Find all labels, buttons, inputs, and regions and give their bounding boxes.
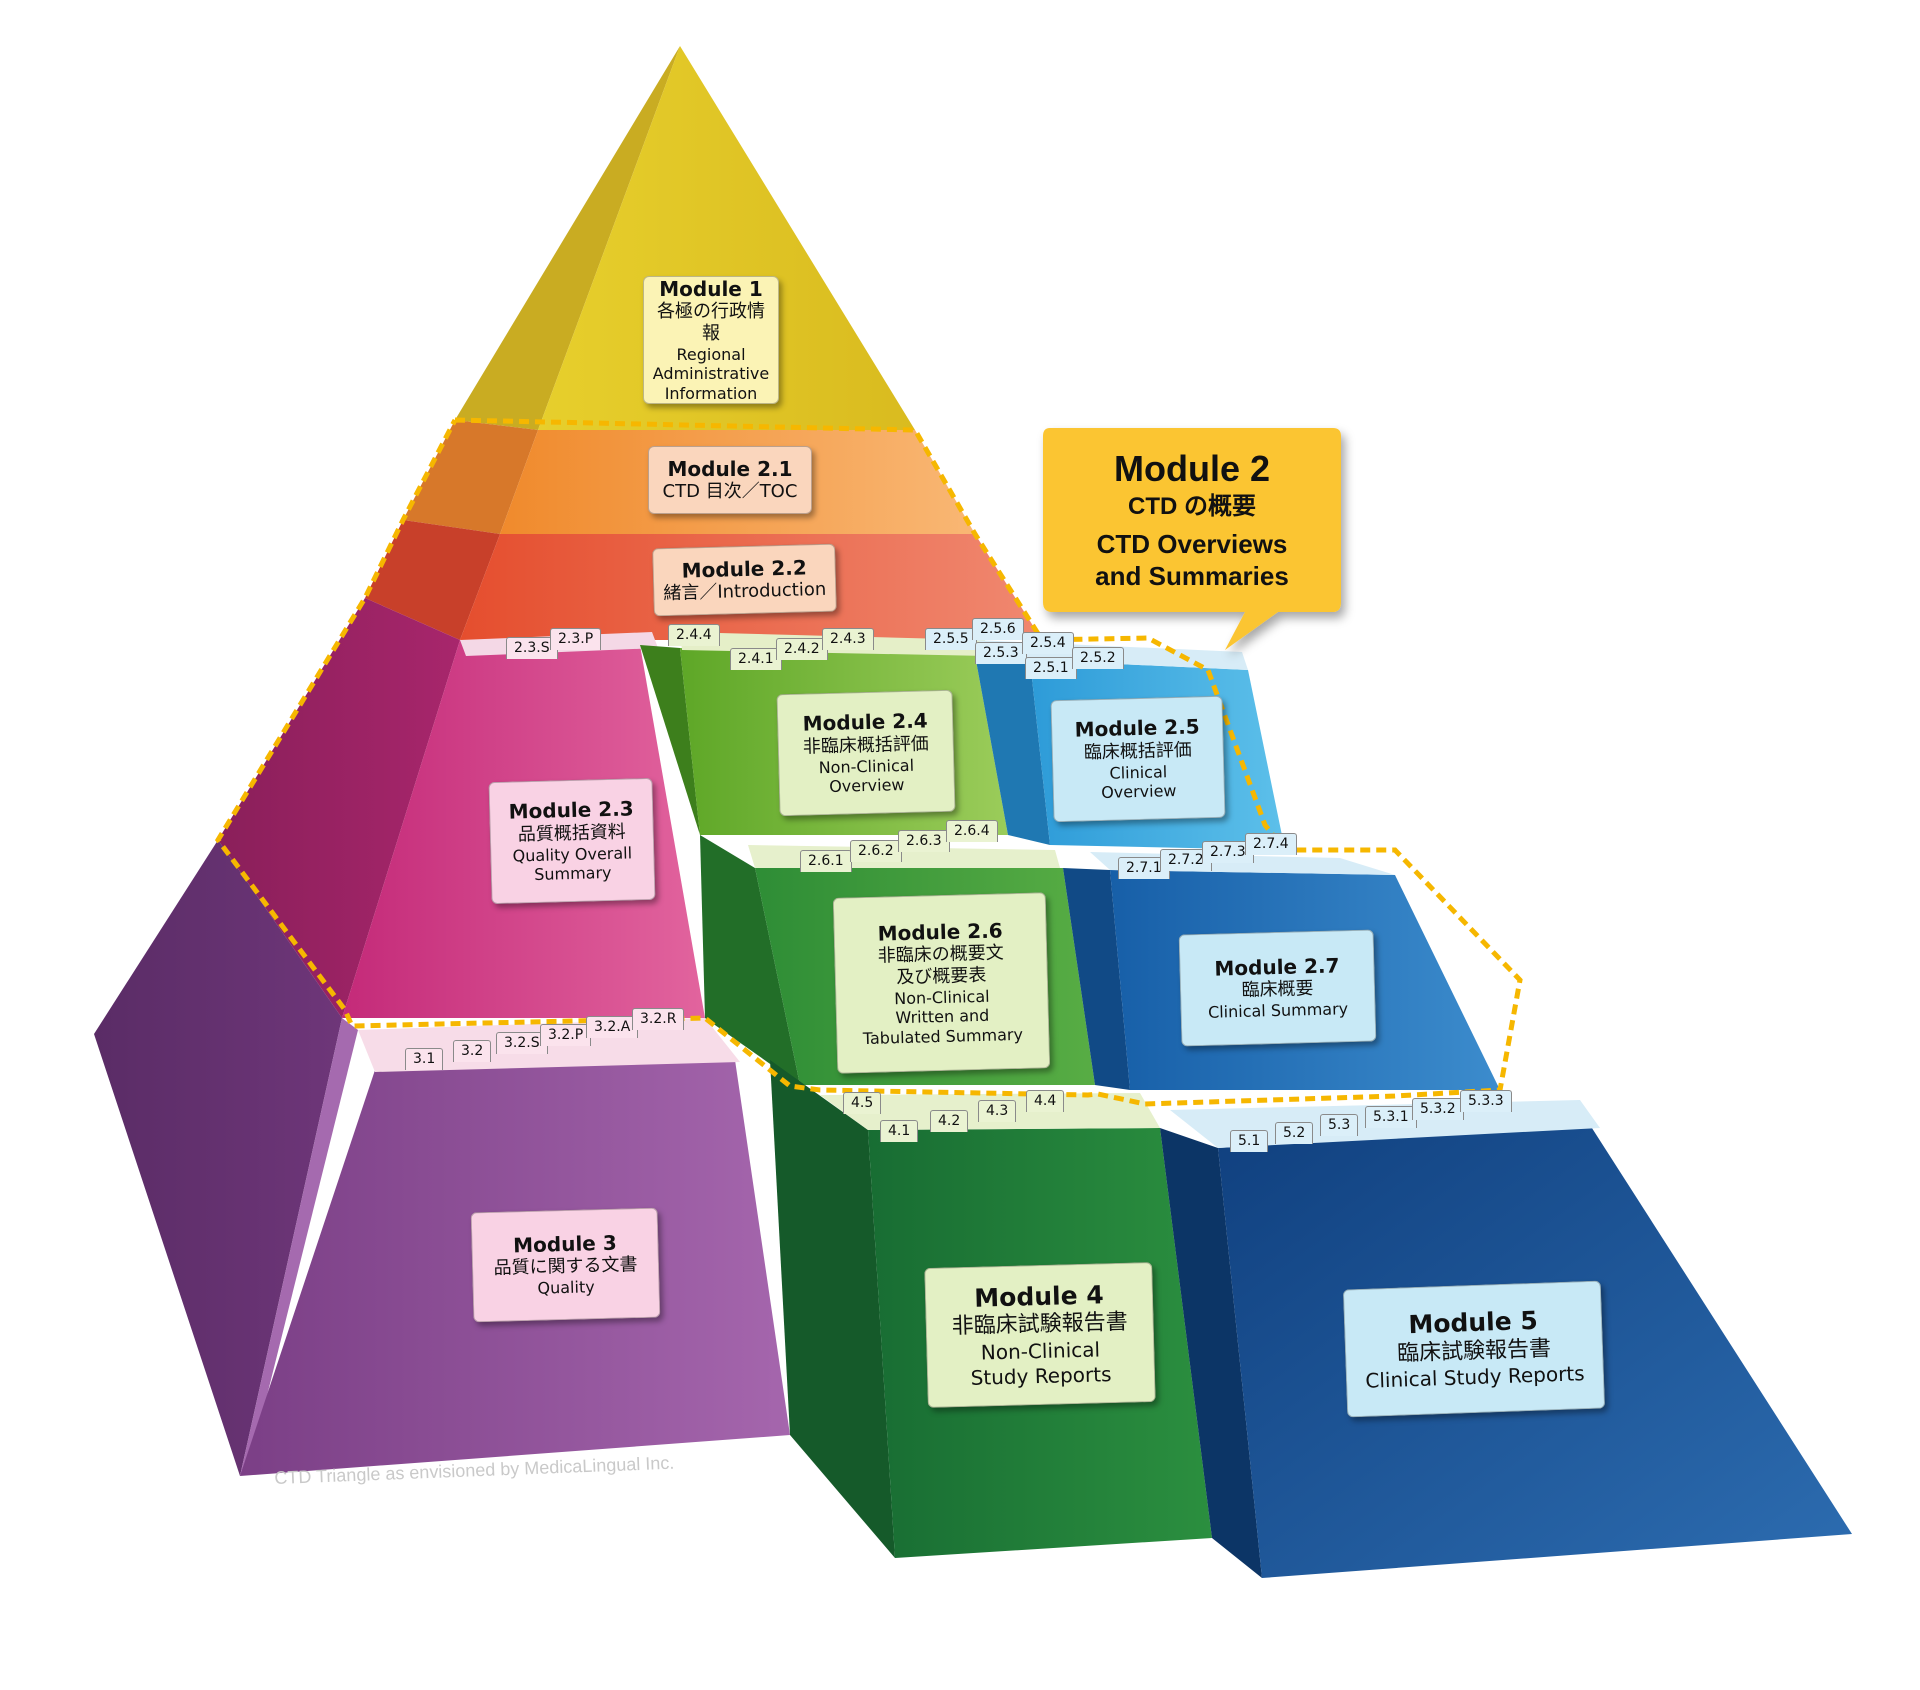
module-2-5-title: Module 2.5: [1074, 714, 1200, 742]
module-2-7-label: Module 2.7 臨床概要 Clinical Summary: [1178, 929, 1377, 1047]
callout-en-1: CTD Overviews: [1096, 529, 1288, 559]
module-2-7-ja: 臨床概要: [1241, 978, 1314, 1002]
module-1-en-1: Regional: [676, 344, 746, 364]
module-2-6-en-3: Tabulated Summary: [862, 1024, 1024, 1048]
module-2-3-label: Module 2.3 品質概括資料 Quality Overall Summar…: [488, 777, 656, 905]
module-2-4-title: Module 2.4: [802, 708, 928, 736]
module-4-label: Module 4 非臨床試験報告書 Non-Clinical Study Rep…: [924, 1262, 1156, 1408]
module-3-ja: 品質に関する文書: [493, 1254, 638, 1280]
module-1-ja: 各極の行政情報: [657, 300, 765, 344]
tab-4-2: 4.2: [930, 1110, 969, 1132]
module-2-5-label: Module 2.5 臨床概括評価 Clinical Overview: [1050, 695, 1226, 823]
tab-2-5-6: 2.5.6: [972, 618, 1024, 640]
tab-3-2-a: 3.2.A: [586, 1016, 639, 1038]
module-2-6-ja-2: 及び概要表: [896, 964, 987, 989]
module-3-title: Module 3: [512, 1230, 617, 1258]
tab-5-3-2: 5.3.2: [1412, 1098, 1464, 1120]
callout-title: Module 2: [1113, 448, 1270, 489]
tab-2-5-3: 2.5.3: [975, 642, 1027, 664]
module-2-3-title: Module 2.3: [508, 796, 634, 824]
tab-3-2-r: 3.2.R: [632, 1008, 685, 1030]
module-2-5-ja: 臨床概括評価: [1083, 739, 1193, 764]
tab-2-5-2: 2.5.2: [1072, 647, 1124, 669]
callout-ja: CTD の概要: [1128, 493, 1256, 520]
module-2-2-ja: 緒言／Introduction: [663, 579, 827, 605]
module-1-en-3: Information: [664, 383, 758, 403]
tab-3-2-s: 3.2.S: [496, 1032, 548, 1054]
module-2-callout-bubble: [1043, 428, 1341, 650]
module-2-6-en-1: Non-Clinical: [893, 986, 990, 1009]
tab-5-3: 5.3: [1320, 1114, 1359, 1136]
tab-2-3-s: 2.3.S: [506, 637, 558, 659]
tab-2-7-3: 2.7.3: [1202, 841, 1254, 863]
tab-4-3: 4.3: [978, 1100, 1017, 1122]
tab-3-2: 3.2: [453, 1040, 492, 1062]
module-2-3-en-2: Summary: [533, 863, 612, 885]
tab-2-7-4: 2.7.4: [1245, 833, 1297, 855]
module-2-6-en-2: Written and: [895, 1006, 990, 1028]
module-2-5-en-2: Overview: [1100, 781, 1177, 803]
tab-5-3-3: 5.3.3: [1460, 1090, 1512, 1112]
tab-4-5: 4.5: [843, 1092, 882, 1114]
callout-en-2: and Summaries: [1095, 561, 1289, 591]
tab-2-4-3: 2.4.3: [822, 628, 874, 650]
module-4-en-1: Non-Clinical: [980, 1337, 1101, 1365]
module-2-6-title: Module 2.6: [877, 917, 1003, 946]
module-4-en-2: Study Reports: [970, 1361, 1112, 1390]
module-1-block: [455, 46, 915, 430]
tab-5-2: 5.2: [1275, 1122, 1314, 1144]
module-1-en-2: Administrative: [652, 364, 770, 384]
tab-2-6-1: 2.6.1: [800, 850, 852, 872]
tab-3-2-p: 3.2.P: [540, 1024, 592, 1046]
tab-4-1: 4.1: [880, 1120, 919, 1142]
tab-2-3-p: 2.3.P: [550, 628, 602, 650]
module-2-3-en-1: Quality Overall: [512, 843, 633, 866]
module-2-7-en-1: Clinical Summary: [1207, 999, 1349, 1023]
tab-2-6-4: 2.6.4: [946, 820, 998, 842]
tab-3-1: 3.1: [405, 1048, 444, 1070]
module-2-outline: [214, 417, 1523, 1107]
module-4-ja: 非臨床試験報告書: [951, 1310, 1129, 1340]
module-5-label: Module 5 臨床試験報告書 Clinical Study Reports: [1342, 1280, 1606, 1418]
tab-2-6-3: 2.6.3: [898, 830, 950, 852]
tab-2-5-5: 2.5.5: [925, 628, 977, 650]
tab-2-7-2: 2.7.2: [1160, 849, 1212, 871]
module-2-callout-text: Module 2 CTD の概要 CTD Overviews and Summa…: [1043, 427, 1341, 613]
tab-2-4-2: 2.4.2: [776, 638, 828, 660]
module-5-title: Module 5: [1407, 1305, 1539, 1340]
module-1-label: Module 1 各極の行政情報 Regional Administrative…: [643, 276, 779, 404]
module-2-2-label: Module 2.2 緒言／Introduction: [652, 543, 837, 617]
module-2-1-ja: CTD 目次／TOC: [662, 481, 798, 503]
module-3-label: Module 3 品質に関する文書 Quality: [470, 1207, 661, 1323]
module-2-2-title: Module 2.2: [681, 555, 808, 583]
tab-5-1: 5.1: [1230, 1130, 1269, 1152]
module-2-callout: Module 2 CTD の概要 CTD Overviews and Summa…: [1043, 427, 1341, 613]
module-2-3-ja: 品質概括資料: [517, 821, 627, 846]
tab-4-4: 4.4: [1026, 1090, 1065, 1112]
module-2-4-label: Module 2.4 非臨床概括評価 Non-Clinical Overview: [776, 689, 956, 817]
tab-2-7-1: 2.7.1: [1118, 857, 1170, 879]
module-2-5-en-1: Clinical: [1109, 761, 1168, 783]
tab-5-3-1: 5.3.1: [1365, 1106, 1417, 1128]
module-2-6-label: Module 2.6 非臨床の概要文 及び概要表 Non-Clinical Wr…: [832, 892, 1051, 1074]
tab-2-4-1: 2.4.1: [730, 648, 782, 670]
module-3-en-1: Quality: [537, 1277, 595, 1299]
tab-2-5-4: 2.5.4: [1022, 632, 1074, 654]
module-2-7-title: Module 2.7: [1214, 953, 1340, 981]
module-1-title: Module 1: [659, 276, 763, 301]
module-2-4-en-1: Non-Clinical: [818, 755, 915, 777]
tab-2-6-2: 2.6.2: [850, 840, 902, 862]
module-2-1-title: Module 2.1: [667, 456, 793, 481]
module-2-4-en-2: Overview: [828, 775, 905, 797]
tab-2-5-1: 2.5.1: [1025, 657, 1077, 679]
module-2-1-label: Module 2.1 CTD 目次／TOC: [648, 446, 812, 514]
module-4-title: Module 4: [973, 1280, 1105, 1313]
tab-2-4-4: 2.4.4: [668, 624, 720, 646]
